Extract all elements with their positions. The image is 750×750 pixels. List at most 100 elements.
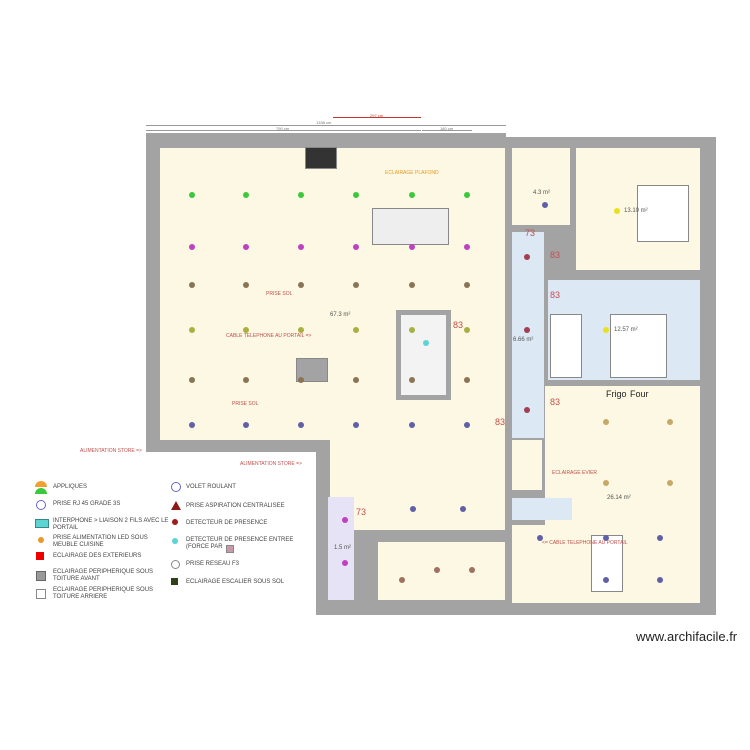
light-point: [410, 506, 416, 512]
light-point: [298, 244, 304, 250]
room-storage: [512, 498, 572, 520]
room-small: [512, 440, 542, 490]
light-point: [189, 192, 195, 198]
applique-icon: [35, 488, 47, 494]
cutout: [146, 452, 316, 622]
label-four: Four: [630, 389, 649, 399]
door-number: 73: [525, 228, 536, 238]
light-point: [243, 192, 249, 198]
area-wc: 1.5 m²: [334, 545, 352, 551]
light-point: [243, 422, 249, 428]
door-number: 73: [356, 507, 367, 517]
rear-roof-light-icon: [36, 589, 46, 599]
legend-label: PRISE RJ 45 GRADE 3S: [53, 501, 121, 507]
light-point: [614, 208, 620, 214]
door-number: 83: [550, 397, 561, 407]
light-point: [409, 244, 415, 250]
area-hall: 6.66 m²: [513, 337, 534, 343]
light-point: [189, 244, 195, 250]
area-bath: 4.3 m²: [533, 190, 551, 196]
dimension-red: [333, 117, 421, 118]
light-point: [657, 535, 663, 541]
room-living: [160, 148, 505, 440]
legend-label: ECLAIRAGE PERIPHERIQUE SOUS TOITURE ARRI…: [53, 587, 154, 600]
light-point: [243, 327, 249, 333]
door-number: 83: [495, 417, 506, 427]
room-hall: [512, 232, 544, 438]
light-point: [353, 192, 359, 198]
light-point: [542, 202, 548, 208]
light-point: [189, 282, 195, 288]
legend-label: DETECTEUR DE PRESENCE ENTREE (FORCE PAR: [186, 537, 294, 550]
dimension-mid: 180 cm: [440, 126, 454, 131]
light-point: [603, 480, 609, 486]
fireplace: [305, 147, 337, 169]
stair-light-icon: [171, 578, 178, 585]
light-point: [464, 422, 470, 428]
label-prise-sol-2: PRISE SOL: [232, 401, 259, 407]
light-point: [537, 535, 543, 541]
light-point: [603, 535, 609, 541]
light-point: [464, 377, 470, 383]
light-point: [189, 327, 195, 333]
light-point: [298, 377, 304, 383]
light-point: [409, 422, 415, 428]
legend-label: ECLAIRAGE DES EXTERIEURS: [53, 553, 142, 559]
light-point: [298, 422, 304, 428]
legend-label: DETECTEUR DE PRESENCE: [186, 520, 268, 526]
light-point: [423, 340, 429, 346]
rj45-icon: [36, 500, 46, 510]
applique-icon: [35, 481, 47, 487]
light-point: [399, 577, 405, 583]
light-point: [189, 422, 195, 428]
light-point: [469, 567, 475, 573]
light-point: [464, 327, 470, 333]
light-point: [298, 282, 304, 288]
light-point: [524, 254, 530, 260]
dimension-line: [146, 130, 421, 131]
door-number: 83: [550, 290, 561, 300]
dimension-left: 790 cm: [276, 126, 290, 131]
dimension-line: [422, 130, 472, 131]
light-point: [243, 244, 249, 250]
room-wc: [328, 497, 354, 600]
dimension-line: [146, 125, 506, 126]
dimension-total: 1338 cm: [316, 120, 332, 125]
light-point: [353, 377, 359, 383]
light-point: [524, 407, 530, 413]
light-point: [342, 560, 348, 566]
label-eclairage-plafond: ECLAIRAGE PLAFOND: [385, 170, 439, 176]
light-point: [298, 192, 304, 198]
light-point: [667, 419, 673, 425]
entry-detector-icon: [172, 538, 178, 544]
room-bath: [512, 148, 570, 225]
light-point: [434, 567, 440, 573]
light-point: [603, 327, 609, 333]
area-kitchen: 26.14 m²: [607, 495, 631, 501]
label-cable-tel-kitchen: <= CABLE TELEPHONE AU PORTAIL: [542, 540, 628, 546]
legend-label: VOLET ROULANT: [186, 484, 236, 490]
light-point: [353, 282, 359, 288]
legend-label: PRISE ALIMENTATION LED SOUS MEUBLE CUISI…: [53, 535, 148, 548]
area-living: 67.3 m²: [330, 312, 351, 318]
dimension-red-text: 297 cm: [370, 113, 384, 118]
label-eclairage-evier: ECLAIRAGE EVIER: [552, 470, 598, 476]
light-point: [464, 282, 470, 288]
light-point: [298, 327, 304, 333]
dining-table: [372, 208, 449, 245]
label-frigo: Frigo: [606, 389, 627, 399]
light-point: [353, 327, 359, 333]
network-outlet-icon: [171, 560, 180, 569]
cutout: [506, 133, 716, 137]
wardrobe: [550, 314, 582, 378]
legend-label: PRISE ASPIRATION CENTRALISEE: [186, 503, 285, 509]
label-store-left: ALIMENTATION STORE =>: [80, 448, 142, 454]
light-point: [409, 377, 415, 383]
led-outlet-icon: [38, 537, 44, 543]
light-point: [243, 377, 249, 383]
legend-label: PRISE RESEAU F3: [186, 561, 240, 567]
area-bedroom2: 12.57 m²: [614, 327, 638, 333]
bed-1: [637, 185, 689, 242]
shutter-icon: [171, 482, 181, 492]
light-point: [657, 577, 663, 583]
